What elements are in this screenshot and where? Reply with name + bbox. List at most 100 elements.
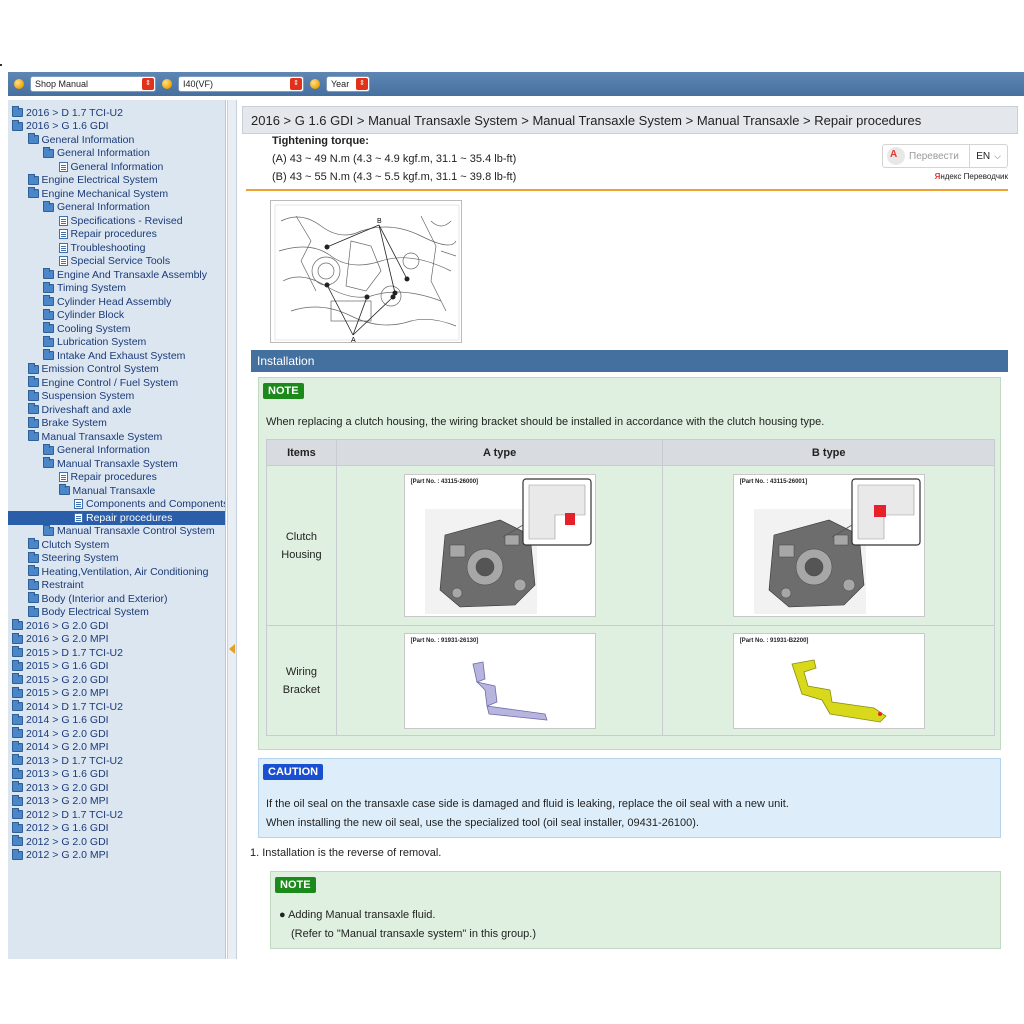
sidebar-item[interactable]: Driveshaft and axle [8,403,225,417]
sidebar-item[interactable]: Body (Interior and Exterior) [8,592,225,606]
part-number: [Part No. : 91931-B2200] [739,637,809,644]
sidebar-item[interactable]: Repair procedures [8,471,225,485]
sidebar-item[interactable]: 2012 > G 2.0 MPI [8,848,225,863]
sidebar-item-label: 2015 > G 2.0 GDI [26,673,109,686]
sidebar-item[interactable]: 2012 > G 1.6 GDI [8,821,225,836]
doc-icon [74,512,83,523]
sidebar-item[interactable]: 2013 > D 1.7 TCI-U2 [8,754,225,768]
sidebar-item-label: 2014 > G 2.0 MPI [26,741,109,754]
sidebar-item[interactable]: Repair procedures [8,511,225,525]
sidebar-item[interactable]: Engine And Transaxle Assembly [8,268,225,282]
sidebar-item[interactable]: 2012 > D 1.7 TCI-U2 [8,808,225,822]
collapse-arrow-icon[interactable] [229,644,235,654]
folder-icon [12,106,23,118]
sidebar-item[interactable]: Manual Transaxle System [8,457,225,471]
sidebar-item-label: 2013 > D 1.7 TCI-U2 [26,754,123,767]
diagram-label-a: A [351,337,356,343]
bracket-drawing [472,661,548,720]
sidebar-item[interactable]: Restraint [8,578,225,593]
sidebar-item-label: Manual Transaxle Control System [57,525,215,538]
sidebar-item[interactable]: General Information [8,200,225,215]
select-arrow-icon: ⇕ [290,78,302,90]
sidebar-item[interactable]: 2012 > G 2.0 GDI [8,835,225,849]
sidebar-item-label: Brake System [41,417,107,430]
sidebar-item[interactable]: Engine Electrical System [8,173,225,188]
sidebar-item[interactable]: Steering System [8,551,225,566]
caution-text: If the oil seal on the transaxle case si… [266,795,789,833]
sidebar-item[interactable]: Cylinder Block [8,308,225,323]
sidebar-item[interactable]: Cylinder Head Assembly [8,295,225,309]
sidebar-item-label: 2016 > G 2.0 GDI [26,619,109,632]
sidebar-item[interactable]: Emission Control System [8,362,225,377]
sidebar-item[interactable]: Specifications - Revised [8,214,225,228]
sidebar-item-label: Lubrication System [57,336,147,349]
folder-icon [12,673,23,685]
folder-icon [12,808,23,820]
sidebar-item[interactable]: Manual Transaxle System [8,430,225,444]
sidebar-item[interactable]: Heating,Ventilation, Air Conditioning [8,565,225,579]
sidebar-item[interactable]: 2013 > G 1.6 GDI [8,767,225,782]
yandex-translator-link[interactable]: Яндекс Переводчик [935,172,1008,181]
sidebar-item[interactable]: Special Service Tools [8,255,225,269]
language-select[interactable]: EN ⌵ [969,145,1007,167]
folder-icon [27,362,39,374]
caution-line: If the oil seal on the transaxle case si… [266,798,789,810]
sidebar-item[interactable]: 2016 > G 1.6 GDI [8,119,225,134]
table-header: Items [266,439,337,466]
folder-icon [27,416,39,428]
translate-button[interactable]: Перевести [909,150,959,162]
sidebar-item[interactable]: Engine Control / Fuel System [8,376,225,390]
sidebar-item[interactable]: 2015 > G 2.0 GDI [8,673,225,687]
table-header: B type [662,439,995,466]
torque-diagram-image: B A [270,200,462,343]
sidebar-item[interactable]: Components and Components [8,498,225,512]
sidebar-item-label: 2013 > G 2.0 MPI [26,795,109,808]
sidebar-item[interactable]: General Information [8,443,225,458]
model-select[interactable]: I40(VF) ⇕ [178,76,304,92]
sidebar-item[interactable]: Lubrication System [8,335,225,350]
sidebar-item[interactable]: Intake And Exhaust System [8,349,225,363]
sidebar-item[interactable]: Brake System [8,416,225,431]
sidebar-item[interactable]: 2014 > D 1.7 TCI-U2 [8,700,225,714]
sidebar-item[interactable]: Timing System [8,281,225,296]
sidebar-item[interactable]: Engine Mechanical System [8,187,225,201]
main-content: 2016 > G 1.6 GDI > Manual Transaxle Syst… [238,100,1024,959]
sidebar-item[interactable]: 2014 > G 2.0 MPI [8,740,225,755]
engine-line-drawing: B A [274,204,460,343]
pane-splitter[interactable] [227,100,237,959]
part-number: [Part No. : 43115-26001] [739,479,808,485]
sidebar-item[interactable]: Body Electrical System [8,605,225,620]
sidebar-item[interactable]: Troubleshooting [8,241,225,255]
sidebar-item[interactable]: General Information [8,146,225,161]
bullet-icon [14,79,24,89]
translate-widget[interactable]: Перевести EN ⌵ [882,144,1008,168]
sidebar-item[interactable]: 2013 > G 2.0 GDI [8,781,225,795]
sidebar-item[interactable]: Repair procedures [8,228,225,242]
folder-icon [27,605,39,617]
sidebar-item[interactable]: 2013 > G 2.0 MPI [8,794,225,809]
year-select[interactable]: Year ⇕ [326,76,370,92]
sidebar-item-label: Suspension System [41,390,135,403]
folder-icon [12,619,23,631]
sidebar-item[interactable]: General Information [8,160,225,174]
sidebar-item[interactable]: 2015 > D 1.7 TCI-U2 [8,646,225,660]
wiring-bracket-a-image: [Part No. : 91931-26130] [403,632,596,729]
sidebar-item-label: General Information [57,201,150,214]
sidebar-item[interactable]: 2016 > D 1.7 TCI-U2 [8,106,225,120]
sidebar-item[interactable]: 2016 > G 2.0 GDI [8,619,225,633]
sidebar-item-label: 2014 > D 1.7 TCI-U2 [26,700,123,713]
sidebar-item[interactable]: Suspension System [8,389,225,404]
sidebar-item[interactable]: 2015 > G 1.6 GDI [8,659,225,674]
sidebar-item[interactable]: Manual Transaxle Control System [8,524,225,539]
sidebar-item[interactable]: 2014 > G 1.6 GDI [8,713,225,728]
sidebar-item[interactable]: 2016 > G 2.0 MPI [8,632,225,647]
sidebar-item[interactable]: Clutch System [8,538,225,552]
manual-select[interactable]: Shop Manual ⇕ [30,76,156,92]
folder-icon [27,376,39,388]
sidebar-item[interactable]: Manual Transaxle [8,484,225,498]
diagram-label-b: B [377,218,382,225]
sidebar-item[interactable]: 2014 > G 2.0 GDI [8,727,225,741]
sidebar-item[interactable]: Cooling System [8,322,225,336]
sidebar-item[interactable]: 2015 > G 2.0 MPI [8,686,225,701]
sidebar-item[interactable]: General Information [8,133,225,147]
